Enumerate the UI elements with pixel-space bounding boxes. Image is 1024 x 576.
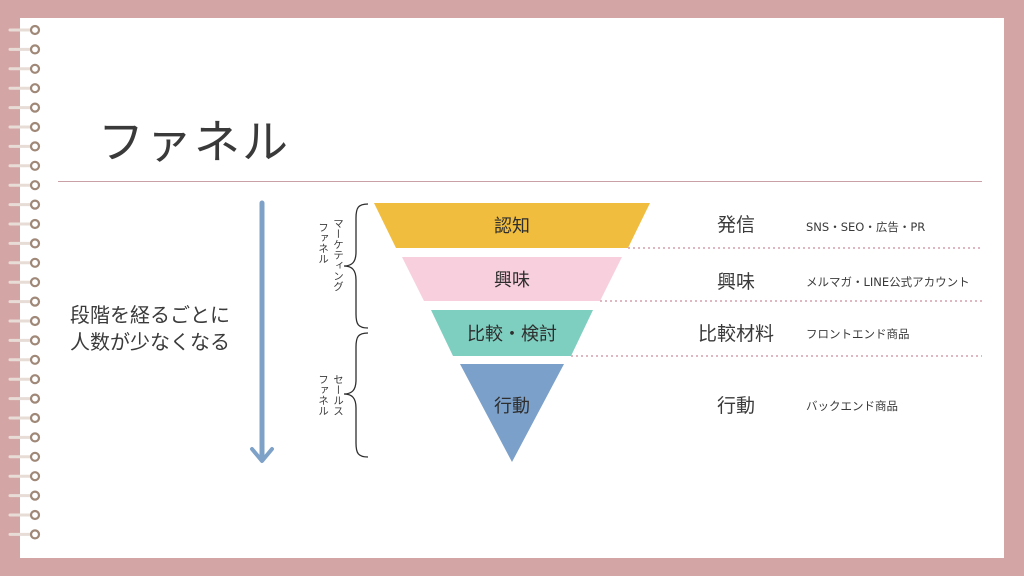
action-label-awareness: 発信 <box>717 214 755 236</box>
page-title: ファネル <box>98 115 290 169</box>
detail-label-awareness: SNS・SEO・広告・PR <box>806 220 925 234</box>
binding-ring <box>8 315 41 327</box>
binding-ring <box>8 63 41 74</box>
binding-ring <box>8 471 41 482</box>
marketing-funnel-bracket <box>343 203 369 329</box>
binding-ring <box>8 296 41 307</box>
binding-ring <box>8 393 41 404</box>
stage-label-awareness: 認知 <box>494 216 530 237</box>
binding-ring <box>8 141 41 152</box>
sales-funnel-label-line-1: セールス <box>332 374 344 416</box>
binding-ring <box>8 354 41 365</box>
binding-ring <box>8 24 41 36</box>
funnel-stage-interest <box>402 257 622 301</box>
binding-ring <box>8 335 41 346</box>
binding-ring <box>8 509 41 521</box>
stage-label-interest: 興味 <box>494 270 530 291</box>
binding-ring <box>8 180 41 191</box>
binding-ring <box>8 102 41 113</box>
action-label-action: 行動 <box>717 395 755 417</box>
binding-ring <box>8 218 41 230</box>
binding-ring <box>8 412 41 424</box>
binding-ring <box>8 432 41 443</box>
binding-ring <box>8 160 41 171</box>
action-label-consideration: 比較材料 <box>698 323 774 345</box>
binding-ring <box>8 451 41 462</box>
binding-ring <box>8 121 41 133</box>
sales-funnel-bracket <box>343 332 369 458</box>
funnel-stage-awareness <box>374 203 650 248</box>
sales-funnel-label-line-2: ファネル <box>317 374 329 416</box>
detail-label-action: バックエンド商品 <box>806 399 898 413</box>
action-label-interest: 興味 <box>717 271 755 293</box>
spiral-binding-icon <box>8 24 41 540</box>
funnel-stage-consideration <box>431 310 593 356</box>
binding-ring <box>8 529 41 540</box>
arrow-down-icon <box>250 200 274 463</box>
marketing-funnel-label-line-2: ファネル <box>317 222 329 264</box>
stage-dividers <box>571 247 982 357</box>
detail-label-interest: メルマガ・LINE公式アカウント <box>806 275 970 289</box>
marketing-funnel-label-line-1: マーケティング <box>332 218 344 292</box>
binding-ring <box>8 238 41 249</box>
title-divider <box>58 181 982 182</box>
binding-ring <box>8 199 41 210</box>
side-note-line-1: 段階を経るごとに <box>70 303 230 327</box>
binding-ring <box>8 374 41 385</box>
binding-ring <box>8 277 41 288</box>
side-note-line-2: 人数が少なくなる <box>70 330 230 354</box>
funnel-stage-action <box>460 364 564 462</box>
binding-ring <box>8 44 41 55</box>
stage-label-consideration: 比較・検討 <box>467 324 557 345</box>
binding-ring <box>8 490 41 501</box>
side-note: 段階を経るごとに 人数が少なくなる <box>70 302 260 356</box>
binding-ring <box>8 83 41 94</box>
detail-label-consideration: フロントエンド商品 <box>806 327 910 341</box>
stage-label-action: 行動 <box>494 396 530 417</box>
binding-ring <box>8 257 41 268</box>
